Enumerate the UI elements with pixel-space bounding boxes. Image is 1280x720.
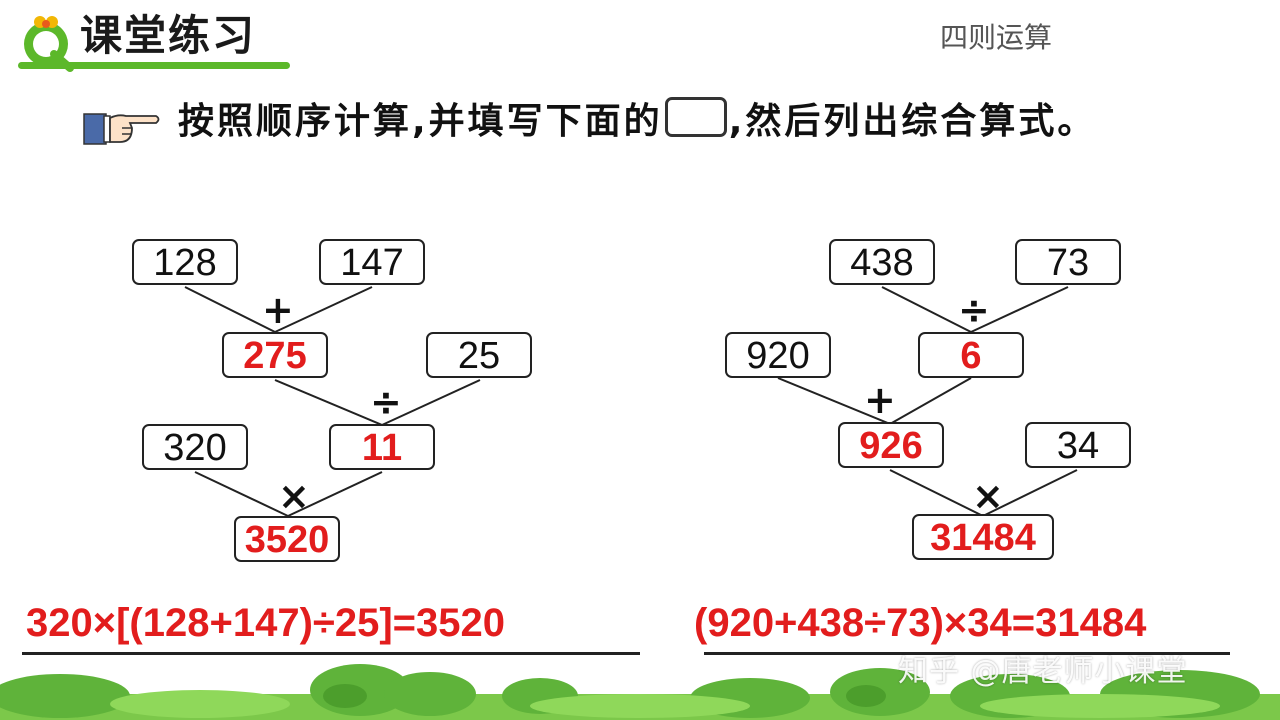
- instruction-part-2: ,然后列出综合算式。: [728, 101, 1097, 142]
- watermark-text: 知乎 @唐老师小课堂: [898, 654, 1188, 689]
- number-box-438: 438: [829, 239, 935, 285]
- result-box-11: 11: [329, 424, 435, 470]
- number-box-128: 128: [132, 239, 238, 285]
- combined-expression-left: 320×[(128+147)÷25]=3520: [26, 601, 506, 645]
- plus-operator: +: [864, 378, 896, 422]
- answer-line-left: [22, 652, 640, 655]
- divide-operator: ÷: [370, 380, 402, 424]
- result-box-3520: 3520: [234, 516, 340, 562]
- result-box-926: 926: [838, 422, 944, 468]
- blank-box-icon: [664, 97, 727, 137]
- section-label: 四则运算: [940, 21, 1053, 54]
- title-underline: [18, 62, 290, 69]
- pointing-hand-icon: [83, 113, 160, 145]
- result-box-6: 6: [918, 332, 1024, 378]
- plus-operator: +: [262, 288, 294, 332]
- number-box-920: 920: [725, 332, 831, 378]
- page-title: 课堂练习: [80, 11, 257, 60]
- number-box-25: 25: [426, 332, 532, 378]
- divide-operator: ÷: [958, 288, 990, 332]
- multiply-operator: ×: [972, 474, 1004, 518]
- number-box-147: 147: [319, 239, 425, 285]
- combined-expression-right: (920+438÷73)×34=31484: [694, 601, 1147, 645]
- instruction-text: 按照顺序计算,并填写下面的 ,然后列出综合算式。: [178, 92, 1218, 152]
- instruction-part-1: 按照顺序计算,并填写下面的: [178, 101, 663, 142]
- number-box-34: 34: [1025, 422, 1131, 468]
- multiply-operator: ×: [278, 474, 310, 518]
- result-box-31484: 31484: [912, 514, 1054, 560]
- grass-bushes-decoration: [0, 664, 1280, 720]
- number-box-320: 320: [142, 424, 248, 470]
- answer-line-right: [704, 652, 1230, 655]
- number-box-73: 73: [1015, 239, 1121, 285]
- result-box-275: 275: [222, 332, 328, 378]
